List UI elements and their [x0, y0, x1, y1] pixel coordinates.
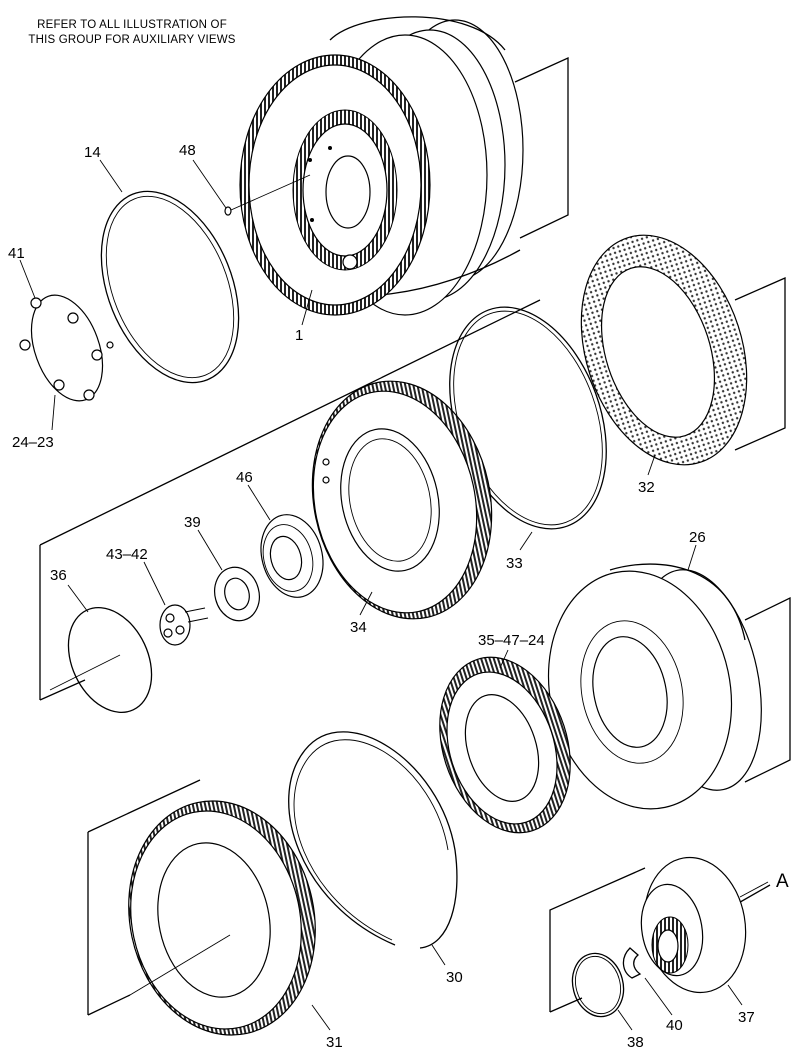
callout-39: 39 [184, 514, 201, 531]
callout-41: 41 [8, 245, 25, 262]
callout-14: 14 [84, 144, 101, 161]
callout-48: 48 [179, 142, 196, 159]
callout-33: 33 [506, 555, 523, 572]
part-31-ring-gear-disc [128, 800, 316, 1036]
callout-32: 32 [638, 479, 655, 496]
group-bracket-2 [39, 277, 786, 701]
part-30-split-ring [288, 731, 458, 949]
callout-40: 40 [666, 1017, 683, 1034]
callout-38: 38 [627, 1034, 644, 1051]
part-14-seal-ring [100, 190, 240, 384]
leader-lines [19, 159, 769, 1031]
reference-note-line-2: THIS GROUP FOR AUXILIARY VIEWS [28, 34, 236, 46]
callout-A: A [776, 871, 789, 892]
part-1-clutch-housing [239, 16, 524, 316]
reference-note: REFER TO ALL ILLUSTRATION OF THIS GROUP … [12, 18, 252, 48]
part-35-47-24-carrier [439, 656, 571, 834]
part-41-bolted-plate [19, 294, 114, 402]
callout-26: 26 [689, 529, 706, 546]
callout-35-47-24: 35–47–24 [478, 632, 545, 649]
callout-37: 37 [738, 1009, 755, 1026]
part-34-piston [311, 380, 493, 620]
callout-36: 36 [50, 567, 67, 584]
part-46-bearing [260, 514, 324, 598]
callout-30: 30 [446, 969, 463, 986]
part-48-pin [224, 174, 311, 216]
reference-note-line-1: REFER TO ALL ILLUSTRATION OF [37, 19, 227, 31]
part-40-retaining-clip [622, 947, 642, 979]
part-43-42-pin-hub [159, 604, 209, 646]
part-38-snap-ring [571, 952, 625, 1018]
part-32-friction-disc [580, 234, 748, 466]
callout-31: 31 [326, 1034, 343, 1051]
callout-1: 1 [295, 327, 303, 344]
callout-46: 46 [236, 469, 253, 486]
part-26-clutch-drum [547, 563, 762, 810]
part-36-snap-ring [49, 606, 153, 714]
callout-24-23: 24–23 [12, 434, 54, 451]
callout-34: 34 [350, 619, 367, 636]
part-39-washer [214, 566, 260, 622]
group-bracket-3 [87, 596, 791, 1016]
group-bracket-1 [514, 56, 569, 239]
callout-43-42: 43–42 [106, 546, 148, 563]
part-37-flange-hub [640, 856, 747, 994]
